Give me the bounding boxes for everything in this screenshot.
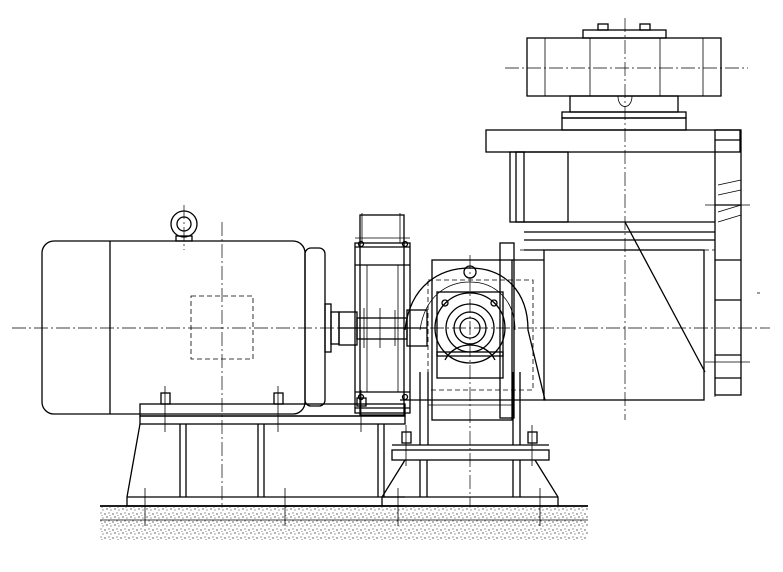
motor-base-frame	[126, 403, 406, 507]
electric-motor	[41, 240, 340, 415]
top-motor-unit	[526, 23, 722, 131]
coupling	[338, 308, 428, 348]
anchor-bolt	[144, 386, 541, 526]
concrete-foundation	[100, 505, 588, 540]
motor-terminal-box	[190, 295, 254, 360]
inlet-box	[485, 129, 750, 401]
center-lines	[12, 18, 770, 530]
bearing-housing	[354, 213, 411, 416]
fan-housing	[400, 242, 546, 445]
lifting-eye	[170, 210, 198, 242]
fan-base-frame	[381, 444, 559, 506]
